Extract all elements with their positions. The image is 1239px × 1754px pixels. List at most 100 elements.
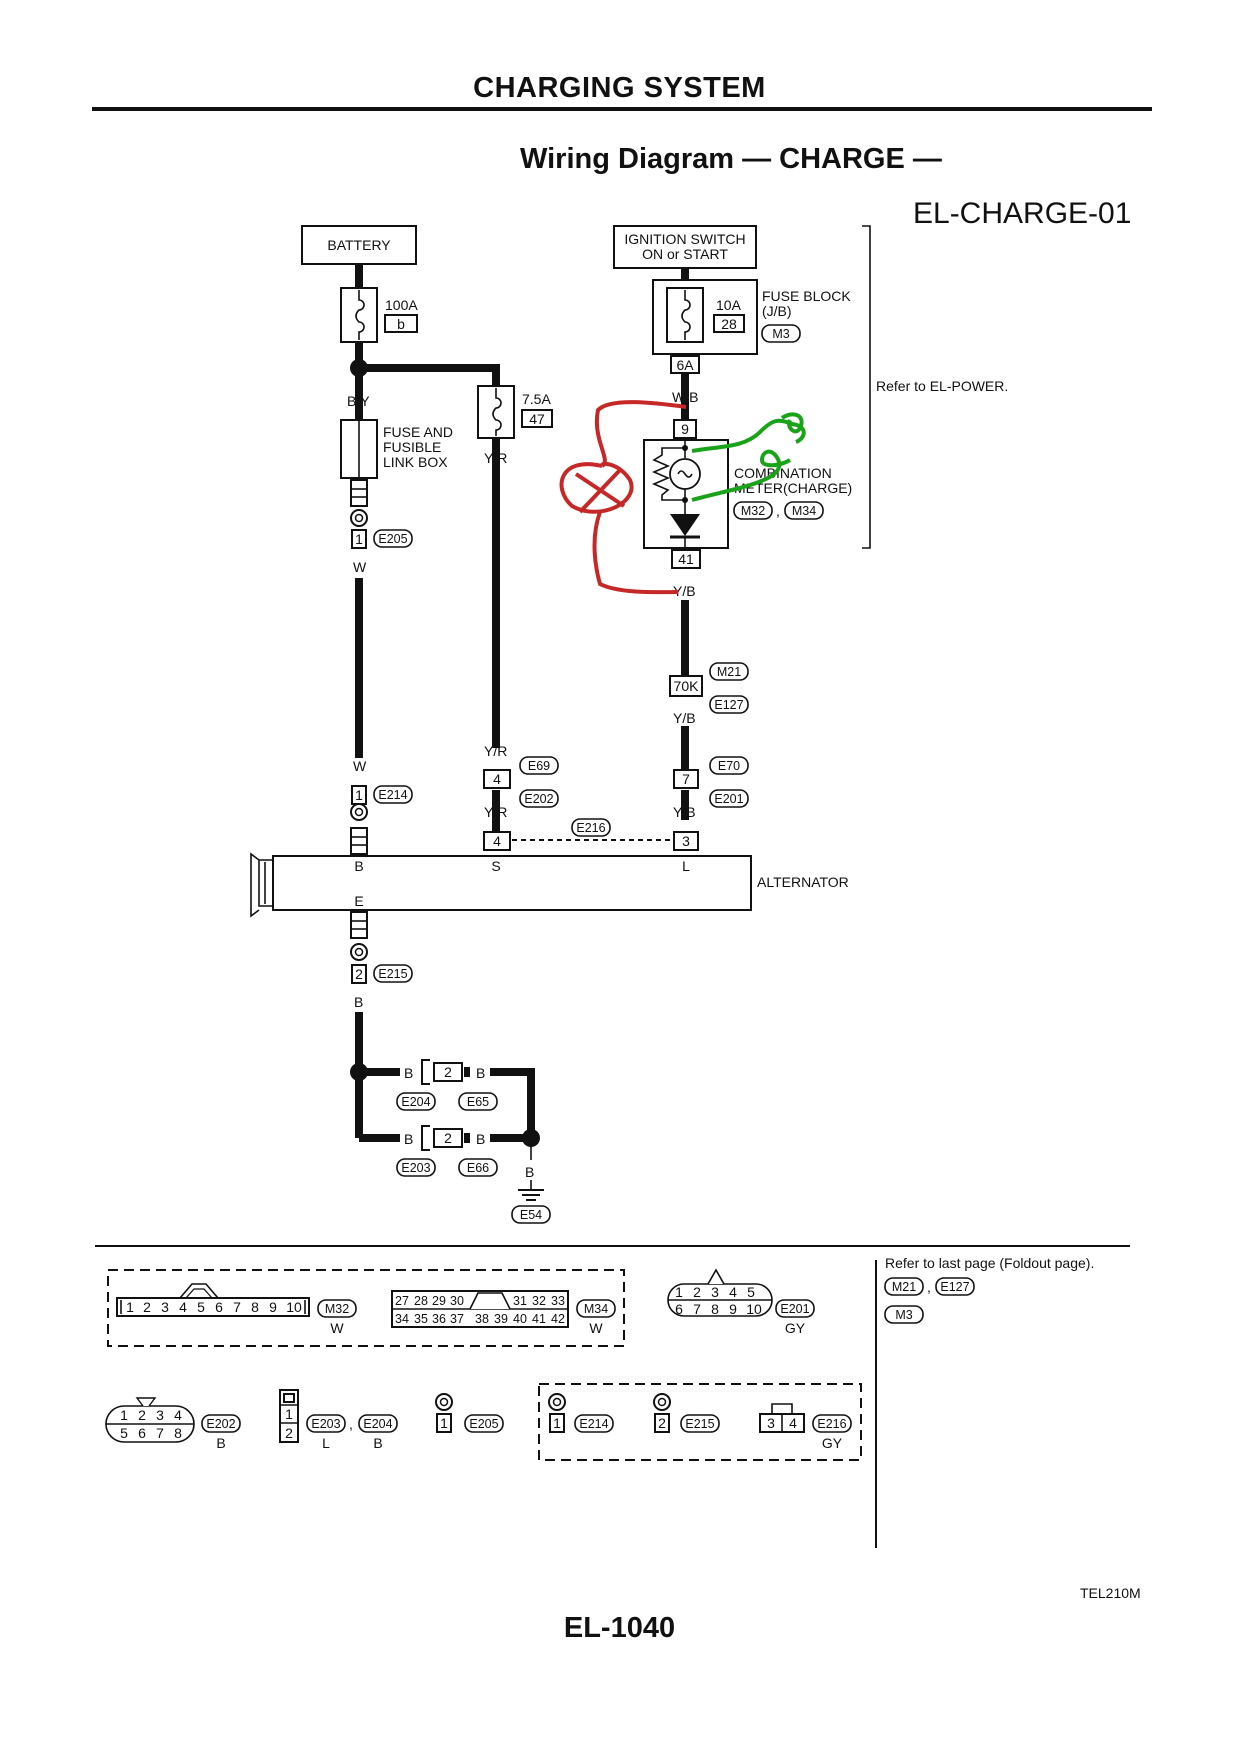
- svg-text:3: 3: [156, 1407, 164, 1423]
- alternator-body: [272, 855, 752, 911]
- connector-e66: [458, 1158, 498, 1177]
- connector-e216: [571, 818, 611, 837]
- connector-view-e216: [759, 1403, 805, 1433]
- svg-text:4: 4: [729, 1284, 737, 1300]
- connector-ladder: [350, 479, 368, 507]
- term-41: 41: [678, 551, 694, 567]
- svg-text:41: 41: [532, 1312, 546, 1326]
- svg-text:5: 5: [197, 1299, 205, 1315]
- connector-m34: [784, 501, 824, 520]
- e202-pin-row-top: 1 2 3 4: [120, 1407, 182, 1423]
- connector-e202-label: E202: [524, 792, 553, 806]
- term-3: 3: [682, 833, 690, 849]
- foldout-e127-label: E127: [940, 1280, 969, 1294]
- connector-m32: [733, 501, 773, 520]
- ground-icon: [518, 1180, 544, 1201]
- connector-e70: [709, 756, 749, 775]
- term-box-e203: [433, 1128, 463, 1148]
- fuse-75a-id-box: [521, 409, 553, 428]
- connector-view-e203-badge: [306, 1414, 346, 1433]
- e214-pin: 1: [553, 1415, 561, 1431]
- e202-pin-row-bottom: 5 6 7 8: [120, 1425, 182, 1441]
- e203-pin-1: 1: [285, 1406, 293, 1422]
- svg-text:37: 37: [450, 1312, 464, 1326]
- term-box-e204: [433, 1062, 463, 1082]
- page-number: EL-1040: [563, 1612, 676, 1644]
- diagram-title: Wiring Diagram — CHARGE —: [520, 143, 942, 175]
- wire-yr-1: Y/R: [484, 743, 507, 759]
- foldout-m21-label: M21: [892, 1280, 916, 1294]
- term-box-7: [673, 769, 699, 789]
- connector-view-e215-label: E215: [685, 1417, 714, 1431]
- wire-b-6: B: [525, 1164, 534, 1180]
- e216-pin-4: 4: [789, 1415, 797, 1431]
- svg-text:39: 39: [494, 1312, 508, 1326]
- svg-text:29: 29: [432, 1294, 446, 1308]
- alt-term-b: B: [354, 858, 363, 874]
- e215-pin: 2: [658, 1415, 666, 1431]
- fuse-block-label-2: (J/B): [762, 303, 792, 319]
- connector-view-e203-label: E203: [311, 1417, 340, 1431]
- svg-text:33: 33: [551, 1294, 565, 1308]
- svg-text:4: 4: [179, 1299, 187, 1315]
- term-e203: 2: [444, 1130, 452, 1146]
- wire-yr-2: Y/R: [484, 804, 507, 820]
- svg-text:8: 8: [711, 1301, 719, 1317]
- fuse-10a-rating: 10A: [716, 297, 742, 313]
- term-e205: 1: [355, 531, 363, 547]
- svg-text:3: 3: [161, 1299, 169, 1315]
- connector-m21: [709, 662, 749, 681]
- foldout-e127: [935, 1277, 975, 1296]
- alt-term-s: S: [491, 858, 500, 874]
- wire-b-5: B: [476, 1131, 485, 1147]
- battery-label: BATTERY: [327, 237, 391, 253]
- connector-view-e216-badge: [812, 1414, 852, 1433]
- m32-pin-row: 1 2 3 4 5 6 7 8 9 10: [126, 1299, 302, 1315]
- fuse-75a-rating: 7.5A: [522, 391, 551, 407]
- refer-foldout: Refer to last page (Foldout page).: [885, 1255, 1094, 1271]
- connector-view-e204-color: B: [373, 1435, 382, 1451]
- meter-label-1: COMBINATION: [734, 465, 832, 481]
- term-70k: 70K: [674, 678, 700, 694]
- connector-view-m34-badge: [576, 1299, 616, 1318]
- svg-text:3: 3: [711, 1284, 719, 1300]
- connector-view-m34-label: M34: [584, 1302, 608, 1316]
- e216-pin-3: 3: [767, 1415, 775, 1431]
- connector-m3-label: M3: [772, 327, 789, 341]
- svg-text:9: 9: [269, 1299, 277, 1315]
- alt-term-l: L: [682, 858, 690, 874]
- connector-m32-label: M32: [741, 504, 765, 518]
- connector-view-m32: [116, 1283, 310, 1317]
- term-box-70k: [669, 675, 703, 697]
- connector-view-m34: [391, 1290, 569, 1328]
- svg-text:,: ,: [927, 1279, 931, 1295]
- term-6a: 6A: [676, 357, 694, 373]
- fuse-100a-id-box: [384, 314, 418, 333]
- fusible-label-2: FUSIBLE: [383, 439, 441, 455]
- fuse-10a-id: 28: [721, 316, 737, 332]
- svg-text:5: 5: [120, 1425, 128, 1441]
- term-box-3: [673, 831, 699, 851]
- connector-view-e203-color: L: [322, 1435, 330, 1451]
- connector-e201-label: E201: [714, 792, 743, 806]
- green-annotation: [691, 412, 806, 502]
- connector-e203-label: E203: [401, 1161, 430, 1175]
- e201-pin-row-top: 1 2 3 4 5: [675, 1284, 755, 1300]
- wire-yb-1: Y/B: [673, 583, 696, 599]
- connector-view-e202-color: B: [216, 1435, 225, 1451]
- connector-e205-label: E205: [378, 532, 407, 546]
- svg-text:31: 31: [513, 1294, 527, 1308]
- connector-e205: [373, 529, 413, 548]
- svg-text:7: 7: [156, 1425, 164, 1441]
- fusible-label-3: LINK BOX: [383, 454, 448, 470]
- svg-text:28: 28: [414, 1294, 428, 1308]
- connector-view-e201-color: GY: [785, 1320, 806, 1336]
- connector-view-e215: [653, 1393, 671, 1411]
- term-e204: 2: [444, 1064, 452, 1080]
- red-annotation: [559, 400, 687, 595]
- svg-text:,: ,: [776, 503, 780, 519]
- connector-view-e205: [435, 1393, 453, 1411]
- ignition-label-2: ON or START: [642, 246, 728, 262]
- connector-e215: [373, 964, 413, 983]
- svg-text:6: 6: [138, 1425, 146, 1441]
